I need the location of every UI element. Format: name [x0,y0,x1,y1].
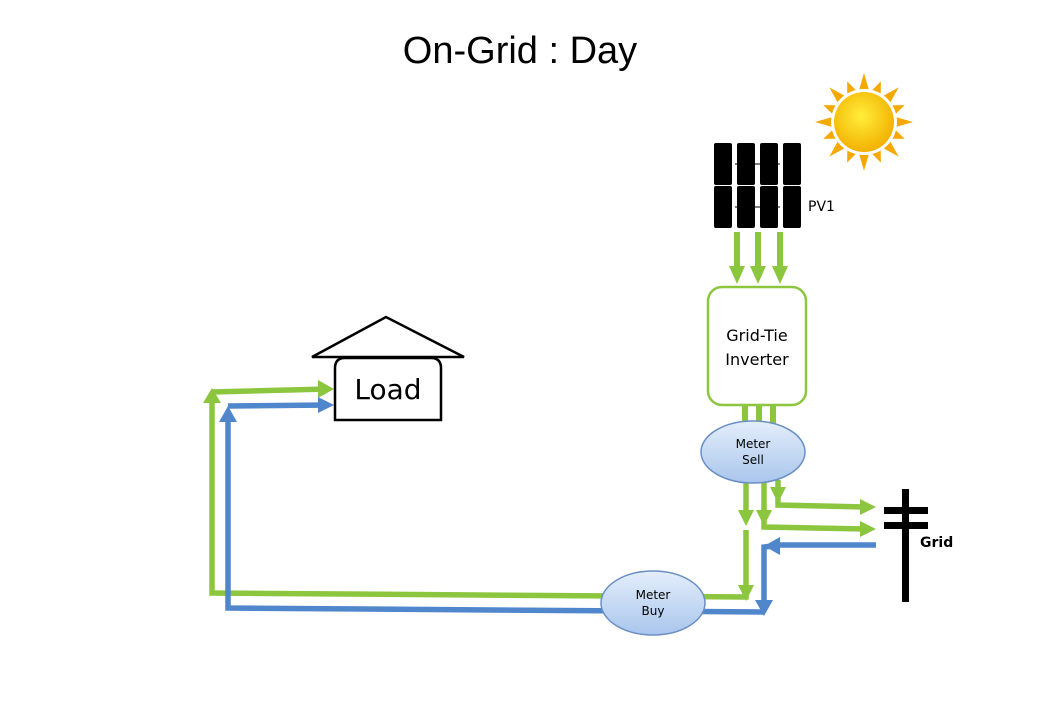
grid-tie-inverter: Grid-Tie Inverter [706,285,808,407]
load-house-icon: Load [311,315,465,422]
pv-flow-lines [209,386,867,600]
inverter-label-line1: Grid-Tie [726,326,787,345]
pv-cell [783,186,801,228]
meter-sell: Meter Sell [700,420,806,484]
pv-flow-arrowhead [772,266,788,284]
grid-arrowheads [219,397,780,616]
sun-ray [858,73,870,91]
diagram-title: On-Grid : Day [402,30,638,72]
sun-ray [858,153,870,171]
load-label: Load [354,373,421,406]
inverter-label-line2: Inverter [725,350,789,369]
pv-cell [783,143,801,185]
inverter-to-meter-sell-lines [742,405,776,427]
pv-arrowheads [203,380,876,601]
meter-sell-label-line2: Sell [742,453,764,467]
meter-buy: Meter Buy [600,570,706,636]
pv-label: PV1 [808,199,835,215]
pv-cell [714,186,732,228]
sun-ray [895,116,913,128]
sun-ray [815,116,833,128]
pv-to-inverter-arrows [729,232,788,284]
meter-sell-label-line1: Meter [736,437,771,451]
pv-flow-arrowhead [729,266,745,284]
pv-flow-line [777,232,783,270]
pv-cell [714,143,732,185]
grid-label: Grid [920,535,953,551]
pv-flow-arrowhead [750,266,766,284]
pv-flow-line [734,232,740,270]
sun-icon [815,73,913,171]
grid-pole-icon [884,489,928,602]
pv-flow-line [755,232,761,270]
meter-buy-label-line2: Buy [642,604,665,618]
pv-array-icon [714,143,801,228]
meter-buy-label-line1: Meter [636,588,671,602]
